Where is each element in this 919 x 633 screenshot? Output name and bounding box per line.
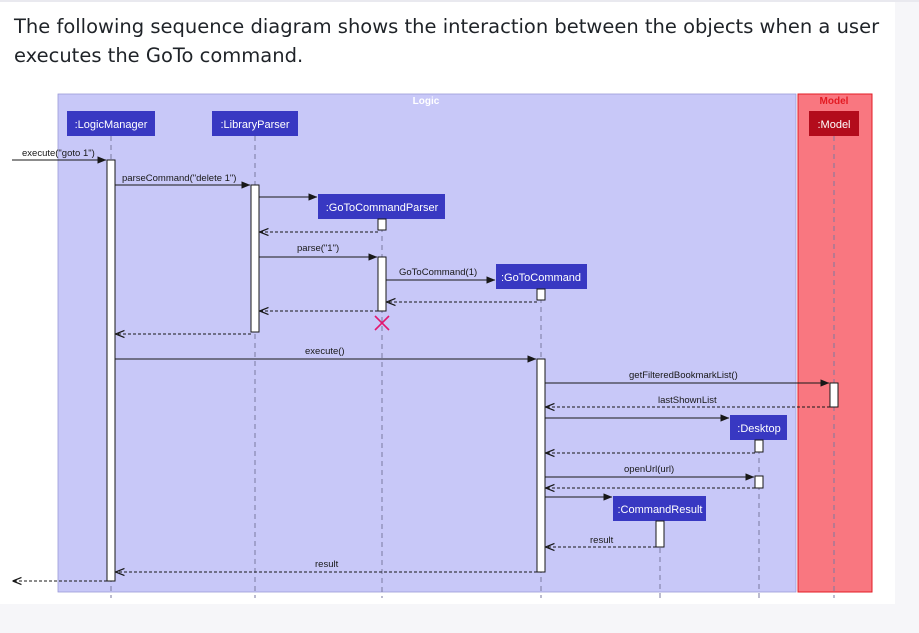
participant-goto-command-parser: :GoToCommandParser — [326, 202, 439, 214]
label-open-url: openUrl(url) — [624, 464, 674, 475]
participant-command-result-box — [613, 496, 706, 521]
intro-paragraph: The following sequence diagram shows the… — [14, 15, 880, 67]
participant-desktop-box — [730, 415, 787, 440]
label-goto-command-ctor: GoToCommand(1) — [399, 267, 477, 278]
participant-logic-manager: :LogicManager — [75, 119, 148, 131]
participant-library-parser-box — [212, 111, 298, 136]
model-box — [797, 93, 873, 593]
activation-model — [829, 382, 839, 408]
activation-goto-command-ctor — [536, 288, 546, 301]
model-box-title: Model — [820, 96, 849, 107]
label-result-short: result — [590, 535, 614, 546]
activation-desktop-ctor — [754, 439, 764, 453]
destroy-marker — [374, 315, 390, 331]
label-last-shown-list: lastShownList — [658, 395, 717, 406]
participant-logic-manager-box — [67, 111, 155, 136]
top-divider — [0, 0, 919, 2]
activation-logic-manager — [106, 159, 116, 582]
label-result-final: result — [315, 559, 339, 570]
label-execute: execute() — [305, 346, 345, 357]
participant-goto-command-box — [496, 264, 587, 289]
label-execute-goto: execute("goto 1") — [22, 148, 95, 159]
page-gutter — [895, 2, 919, 604]
participant-command-result: :CommandResult — [618, 504, 703, 516]
activation-desktop-open — [754, 475, 764, 489]
activation-goto-command-parser-parse — [377, 256, 387, 312]
logic-box-title: Logic — [413, 96, 440, 107]
participant-model-box — [809, 111, 859, 136]
participant-goto-command: :GoToCommand — [501, 272, 581, 284]
participant-model: :Model — [817, 119, 850, 131]
activation-library-parser — [250, 184, 260, 333]
label-parse: parse("1") — [297, 243, 339, 254]
participant-goto-command-parser-box — [318, 194, 445, 219]
activation-goto-command-parser-ctor — [377, 218, 387, 231]
activation-goto-command-execute — [536, 358, 546, 573]
label-get-filtered-bookmark-list: getFilteredBookmarkList() — [629, 370, 738, 381]
page-footer-band — [0, 604, 919, 633]
label-parse-command: parseCommand("delete 1") — [122, 173, 236, 184]
participant-library-parser: :LibraryParser — [220, 119, 289, 131]
activation-command-result — [655, 520, 665, 548]
participant-desktop: :Desktop — [737, 423, 780, 435]
